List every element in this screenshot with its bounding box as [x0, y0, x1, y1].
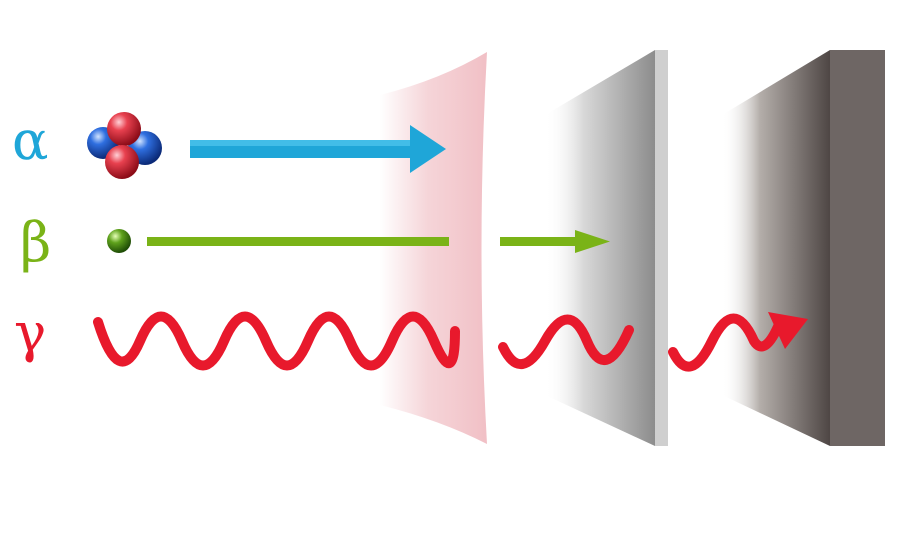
gamma-label: γ: [14, 301, 47, 364]
helium-nucleus-icon: [87, 112, 162, 179]
lead-plate: [722, 50, 885, 446]
gamma-ray-wave: [93, 311, 785, 372]
aluminium-plate: [545, 50, 668, 446]
electron-icon: [107, 229, 131, 253]
beta-ray-arrow: [147, 230, 610, 253]
beta-label: β: [20, 211, 52, 274]
gamma-arrowhead: [768, 312, 808, 349]
paper-sheet: [380, 52, 487, 444]
alpha-ray-arrow: [190, 125, 446, 173]
alpha-label: α: [12, 109, 49, 172]
